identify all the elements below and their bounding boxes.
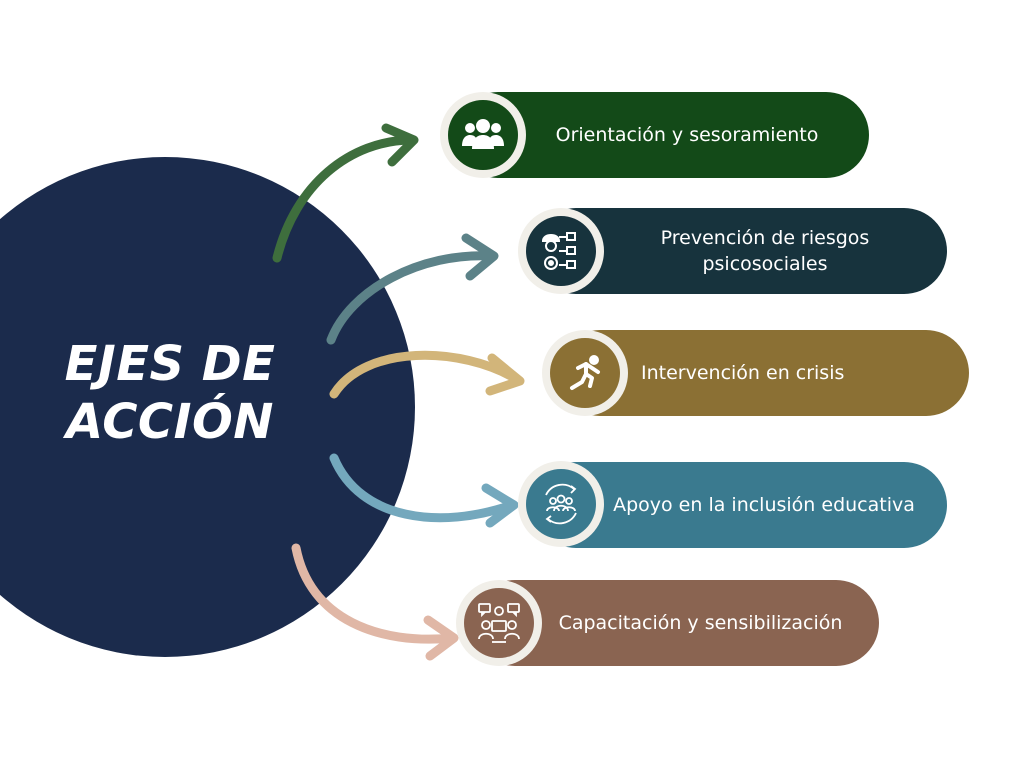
axis-prevencion-label-line2: psicosociales [702,253,828,275]
axis-orientacion-badge [440,92,526,178]
worker-safety-icon [526,216,596,286]
axis-orientacion-label: Orientación y sesoramiento [555,124,819,146]
axis-capacitacion: Capacitación y sensibilización [472,580,879,666]
axis-prevencion-label: Prevención de riesgos psicosociales [603,225,927,277]
hub-title: EJES DE ACCIÓN [40,335,300,451]
running-person-icon [550,338,620,408]
inclusion-circle-icon [526,469,596,539]
people-group-icon [448,100,518,170]
axis-apoyo-label: Apoyo en la inclusión educativa [613,494,915,516]
axis-prevencion-badge [518,208,604,294]
axis-intervencion-badge [542,330,628,416]
axis-capacitacion-badge [456,580,542,666]
axis-apoyo-badge [518,461,604,547]
hub-title-line1: EJES DE [64,336,276,392]
axis-intervencion: Intervención en crisis [557,330,969,416]
axis-capacitacion-label: Capacitación y sensibilización [558,612,843,634]
axis-intervencion-label: Intervención en crisis [641,362,845,384]
training-meeting-icon [464,588,534,658]
hub-title-line2: ACCIÓN [66,394,274,450]
axis-prevencion-label-line1: Prevención de riesgos [660,227,870,249]
